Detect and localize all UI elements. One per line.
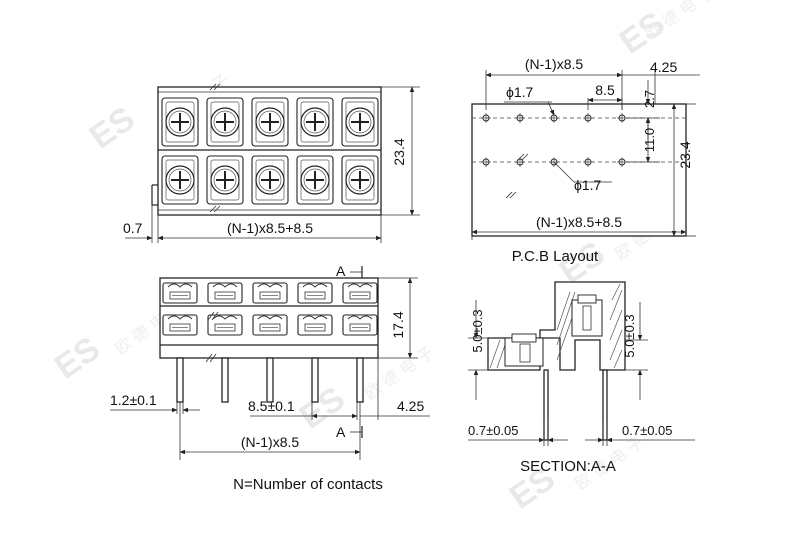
pcb-caption: P.C.B Layout [512,248,599,265]
pin-pitch-label: 8.5±0.1 [248,398,295,414]
terminal-screw-icon [296,97,334,147]
pcb-pitch-total-label: (N-1)x8.5 [525,56,584,72]
terminal-screw-icon [206,97,244,147]
section-right-height-label: 5.0±0.3 [622,314,637,357]
section-marker-top: A [336,263,346,279]
section-marker-bottom: A [336,424,346,440]
front-span-label: (N-1)x8.5 [241,434,300,450]
section-view: 5.0±0.3 5.0±0.3 0.7±0.05 0.7±0.05 SECTIO… [468,281,695,475]
pcb-layout: (N-1)x8.5 4.25 ϕ1.7 8.5 2.7 11.0 23.4 ϕ1… [471,56,700,265]
terminal-screw-icon [206,155,244,205]
front-edge-label: 4.25 [397,398,424,414]
pcb-top-offset-label: 2.7 [642,90,657,108]
pcb-width-label: (N-1)x8.5+8.5 [536,214,622,230]
pcb-edge-label: 4.25 [650,59,677,75]
front-view: A A 17.4 1.2±0.1 8.5±0.1 4.25 (N-1)x8.5 … [110,263,430,493]
clamp-icon [207,282,243,304]
section-caption: SECTION:A-A [520,458,616,475]
section-pin-left [543,369,549,441]
clamp-icon [252,282,288,304]
terminal-screw-icon [341,97,379,147]
terminal-screw-icon [251,155,289,205]
contacts-note: N=Number of contacts [233,476,383,493]
clamp-icon [162,314,198,336]
terminal-screw-icon [161,97,199,147]
section-right-pin-label: 0.7±0.05 [622,423,673,438]
watermark-brand: ES [83,99,142,156]
terminal-screw-icon [251,97,289,147]
front-view-height-label: 17.4 [390,311,406,338]
terminal-screw-icon [341,155,379,205]
pcb-hole-bottom-label: ϕ1.7 [574,177,602,193]
watermark-brand-3: ES [48,329,107,386]
pin [356,357,364,403]
top-view-height-label: 23.4 [391,138,407,165]
top-view-width-label: (N-1)x8.5+8.5 [227,220,313,236]
pcb-row-spacing-label: 11.0 [642,128,657,152]
pin [221,357,229,403]
clamp-icon [297,282,333,304]
clamp-icon [342,282,378,304]
pcb-pitch-label: 8.5 [595,82,615,98]
section-left-height-label: 5.0±0.3 [470,309,485,352]
section-pin-right [602,369,608,441]
pin-width-label: 1.2±0.1 [110,392,157,408]
clamp-icon [252,314,288,336]
top-view-offset-label: 0.7 [123,220,143,236]
pin [311,357,319,403]
pcb-height-label: 23.4 [677,141,693,168]
top-view: 23.4 0.7 (N-1)x8.5+8.5 [123,83,420,243]
watermark-chinese-2: 欧 德 电 子 [641,0,717,43]
watermark: ES 欧 德 电 子 ES 欧 德 电 子 ES 欧 德 电 子 ES 欧 德 … [48,0,717,517]
section-left-pin-label: 0.7±0.05 [468,423,519,438]
terminal-screw-icon [296,155,334,205]
pin [266,357,274,403]
clamp-icon [297,314,333,336]
terminal-screw-icon [161,155,199,205]
clamp-icon [342,314,378,336]
pcb-outline [471,103,687,237]
pin [176,357,184,403]
clamp-icon [162,282,198,304]
pcb-hole-top-label: ϕ1.7 [506,84,534,100]
